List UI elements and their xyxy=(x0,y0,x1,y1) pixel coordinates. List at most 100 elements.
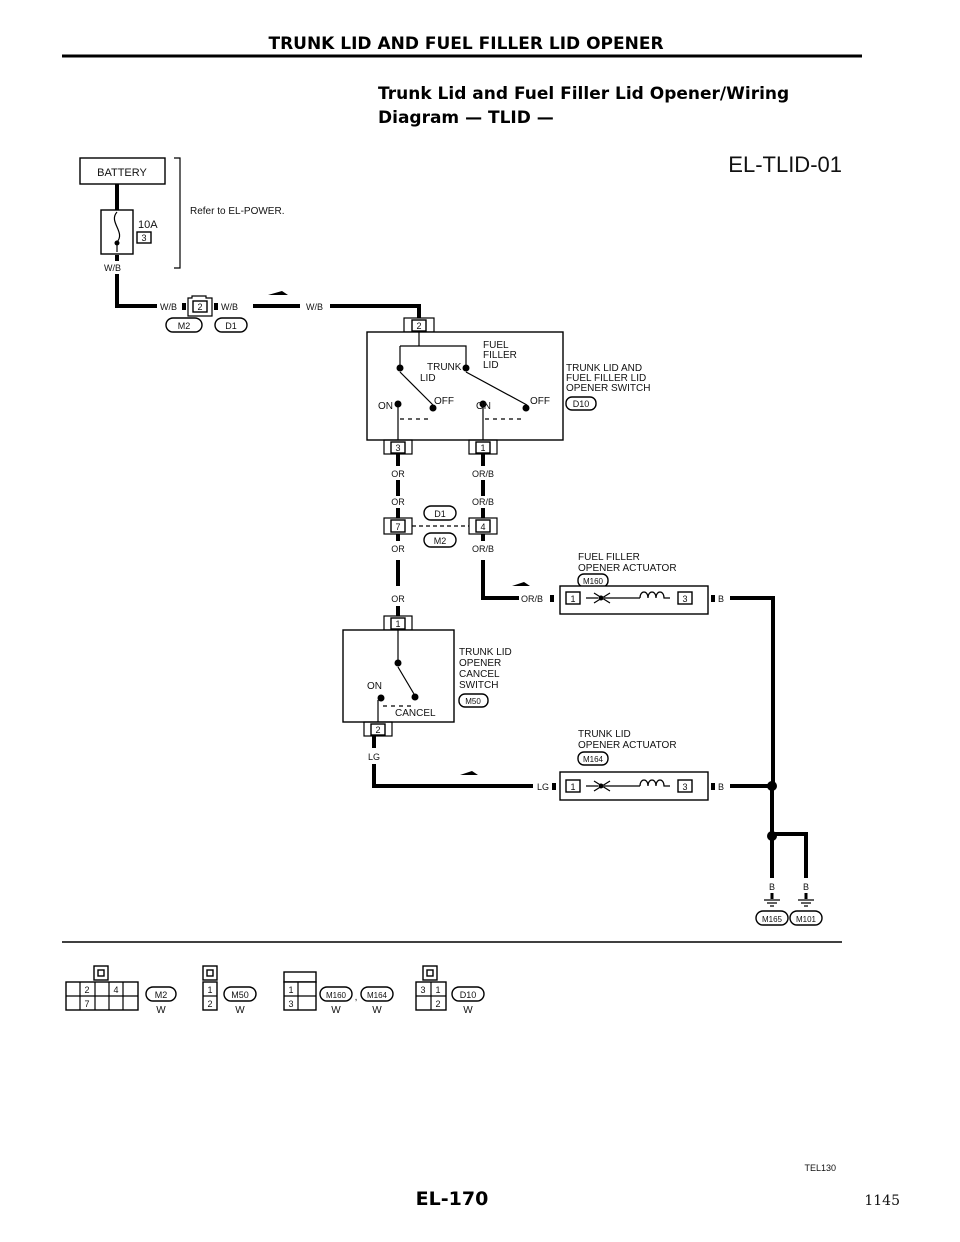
trunk-actuator-pin-left-box xyxy=(565,779,581,793)
trunk-actuator-pin-left: 1 xyxy=(570,782,575,792)
label-trunk: TRUNK xyxy=(427,362,462,373)
trunk-switch-pivot xyxy=(396,364,404,372)
label-on-left: ON xyxy=(378,401,393,412)
c2-name: M50 xyxy=(231,990,249,1000)
c3-pin-1: 1 xyxy=(288,985,293,995)
label-off-left: OFF xyxy=(434,396,454,407)
wire-color-or-2: OR xyxy=(391,497,405,507)
cancel-pin-bottom: 2 xyxy=(375,725,380,735)
wire-orb-to-actuator xyxy=(481,560,519,600)
c4-pin-3: 3 xyxy=(420,985,425,995)
c2-name-label xyxy=(223,986,257,1002)
joint-pin-box xyxy=(192,300,208,313)
wire-b-ground-1 xyxy=(730,596,775,784)
joint2-left-pin-box xyxy=(390,519,406,533)
cancel-switch-name-4: SWITCH xyxy=(459,680,498,691)
cancel-pin-top: 1 xyxy=(395,619,400,629)
fuse-out-pin xyxy=(115,255,119,261)
fuel-switch-pivot xyxy=(462,364,470,372)
joint-pin: 2 xyxy=(197,302,202,312)
cancel-on-contact xyxy=(377,694,385,702)
opener-switch-name-1: TRUNK LID AND xyxy=(566,363,642,374)
opener-switch-name-2: FUEL FILLER LID xyxy=(566,373,646,384)
c2-color: W xyxy=(235,1005,245,1016)
conn-m50-label xyxy=(458,693,489,708)
cancel-switch-blade xyxy=(397,666,415,695)
ground-m165-label xyxy=(755,910,789,926)
conn-m2-label-2 xyxy=(423,532,457,548)
c4-color: W xyxy=(463,1005,473,1016)
cancel-pin-bottom-box xyxy=(370,723,386,736)
wire-color-wb-2: W/B xyxy=(221,302,238,312)
conn-d10-text: D10 xyxy=(573,399,590,409)
fuel-switch-blade xyxy=(465,371,528,406)
label-filler: FILLER xyxy=(483,350,517,361)
battery-box xyxy=(79,157,166,185)
conn-m164-label xyxy=(577,751,609,766)
wire-color-b-2: B xyxy=(718,782,724,792)
switch-pin-top: 2 xyxy=(416,321,421,331)
trunk-switch-blade xyxy=(399,371,434,406)
fuel-actuator-name-2: OPENER ACTUATOR xyxy=(578,563,677,574)
c3-name-a: M160 xyxy=(326,991,347,1000)
c2-pin-2: 2 xyxy=(207,999,212,1009)
ground-m165-text: M165 xyxy=(762,915,783,924)
harness-joint-d1-m2: 7 4 D1 M2 xyxy=(383,505,498,548)
c3-color-b: W xyxy=(372,1005,382,1016)
wire-lg-to-actuator xyxy=(372,764,533,788)
diagram-code: EL-TLID-01 xyxy=(728,152,842,177)
cancel-switch: 1 ON CANCEL TRUNK LID OPENER CANCEL SWIT… xyxy=(342,615,512,737)
ground-left-icon xyxy=(764,899,780,907)
fuse-number: 3 xyxy=(141,233,146,243)
c3-name-b-label xyxy=(360,986,394,1002)
joint2-right-pin: 4 xyxy=(480,522,485,532)
c1-name: M2 xyxy=(155,990,168,1000)
wire-color-b-ground-left: B xyxy=(769,882,775,892)
feed-wire-wb xyxy=(115,274,157,308)
trunk-actuator-name-1: TRUNK LID xyxy=(578,729,631,740)
c2-lock-tab-inner xyxy=(206,969,214,977)
wire-color-b-1: B xyxy=(718,594,724,604)
switch-pin-right: 1 xyxy=(480,443,485,453)
trunk-actuator-name-2: OPENER ACTUATOR xyxy=(578,740,677,751)
wire-color-lg-2: LG xyxy=(537,782,549,792)
wire-color-or-3: OR xyxy=(391,544,405,554)
fuel-actuator-pin-right: 3 xyxy=(682,594,687,604)
ground-m101-text: M101 xyxy=(796,915,817,924)
conn-m164-text: M164 xyxy=(583,755,604,764)
trunk-actuator-pin-right: 3 xyxy=(682,782,687,792)
page-code: EL-170 xyxy=(416,1188,489,1210)
switch-bus xyxy=(400,345,467,360)
splice-junction-2 xyxy=(767,831,777,841)
c4-pin-2: 2 xyxy=(435,999,440,1009)
c1-lock-tab-inner xyxy=(97,969,105,977)
refer-bracket xyxy=(174,157,181,269)
fuel-actuator-pin-left-box xyxy=(565,591,581,605)
c1-pin-2: 2 xyxy=(84,985,89,995)
wire-b-ground-right xyxy=(775,832,808,878)
page-title: TRUNK LID AND FUEL FILLER LID OPENER xyxy=(268,34,663,54)
joint-pin-left-terminal xyxy=(182,303,186,310)
fuel-actuator-pin-left: 1 xyxy=(570,594,575,604)
c4-pin-1: 1 xyxy=(435,985,440,995)
opener-switch-name-3: OPENER SWITCH xyxy=(566,383,650,394)
wire-color-b-ground-right: B xyxy=(803,882,809,892)
label-on-right: ON xyxy=(476,401,491,412)
fuse-number-box xyxy=(136,231,152,244)
wire-color-or-4: OR xyxy=(391,594,405,604)
fuel-actuator-pin-right-box xyxy=(677,591,693,605)
page-number: 1145 xyxy=(864,1193,900,1209)
c1-pin-4: 4 xyxy=(113,985,118,995)
wire-color-wb-3: W/B xyxy=(306,302,323,312)
switch-pin-top-box xyxy=(411,319,427,332)
label-cancel: CANCEL xyxy=(395,708,436,719)
fuel-actuator-coil-icon xyxy=(639,591,670,599)
switch-pin-left-box xyxy=(390,441,406,454)
diagram-subtitle-line1: Trunk Lid and Fuel Filler Lid Opener/Wir… xyxy=(378,84,789,104)
c3-name-a-label xyxy=(319,986,353,1002)
wire-color-orb-4: OR/B xyxy=(521,594,543,604)
cancel-switch-name-3: CANCEL xyxy=(459,669,500,680)
c3-name-b: M164 xyxy=(367,991,388,1000)
